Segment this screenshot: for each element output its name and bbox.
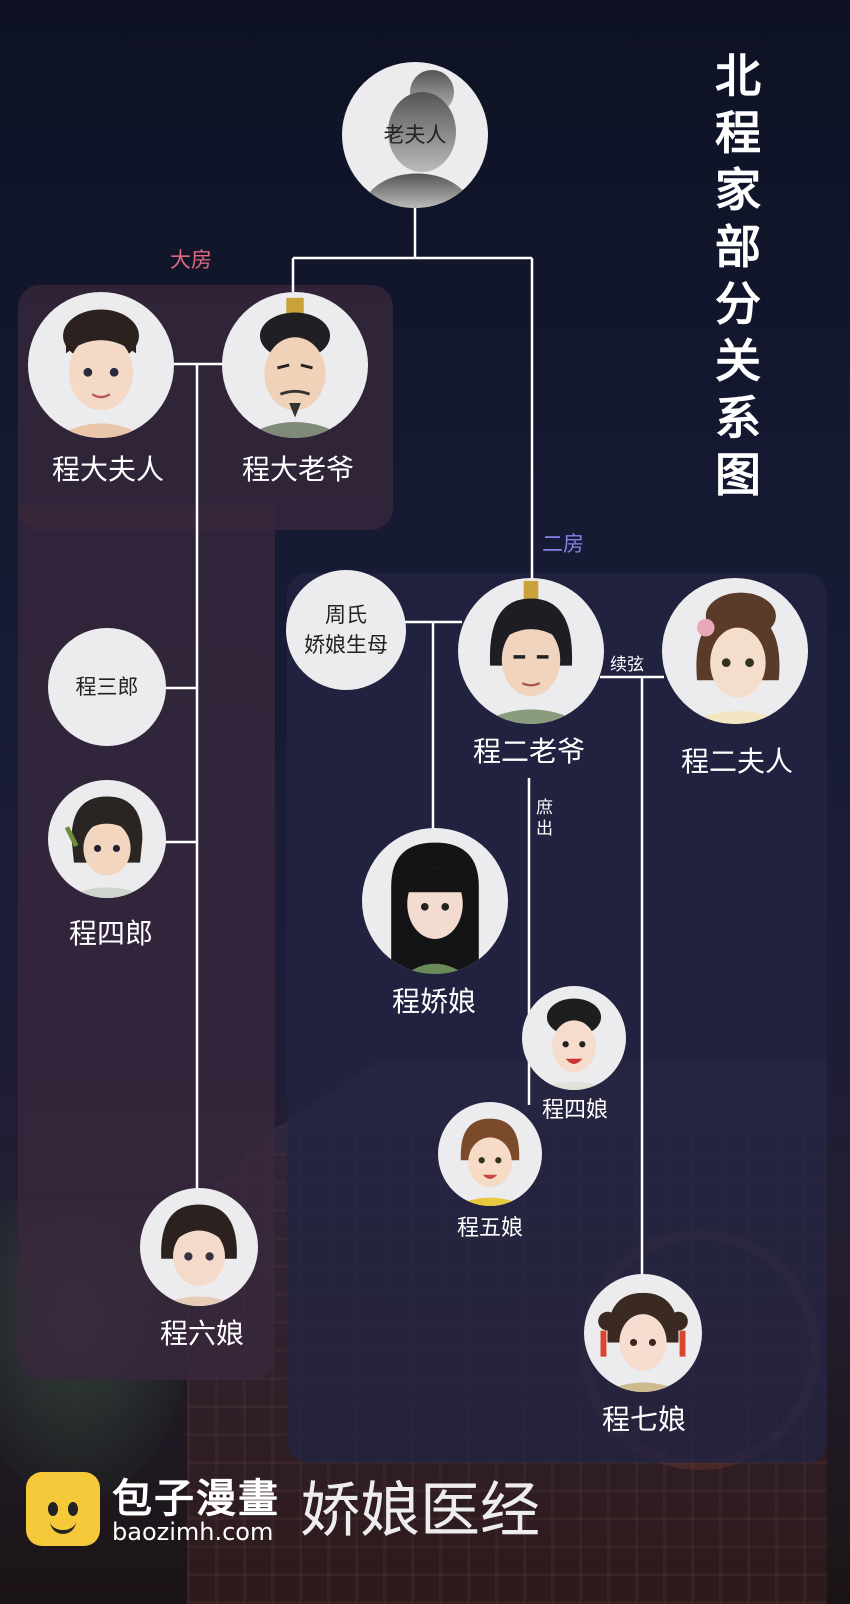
man-face-icon — [242, 297, 348, 438]
seventh-daughter-portrait — [584, 1274, 702, 1392]
seventh-daughter-name: 程七娘 — [601, 1403, 687, 1436]
third-son-name: 程三郎 — [75, 675, 139, 699]
woman-face-icon — [685, 592, 791, 724]
jiaoniang-name: 程娇娘 — [391, 985, 477, 1018]
eldest-wife-name: 程大夫人 — [51, 453, 165, 486]
second-master-name: 程二老爷 — [472, 735, 586, 768]
watermark-url: baozimh.com — [112, 1518, 274, 1546]
jiaoniang-portrait — [362, 828, 508, 974]
fourth-daughter-name: 程四娘 — [541, 1098, 609, 1123]
second-wife-edge-label: 续弦 — [610, 655, 644, 675]
third-son-node: 程三郎 — [48, 628, 166, 746]
second-wife-portrait — [662, 578, 808, 724]
girl-face-icon — [158, 1204, 240, 1306]
girl-face-icon — [454, 1118, 526, 1206]
girl-face-icon — [538, 998, 610, 1090]
matriarch-portrait: 老夫人 — [342, 62, 488, 208]
zhou-node: 周氏 娇娘生母 — [286, 570, 406, 690]
second-branch-label: 二房 — [542, 532, 584, 556]
woman-face-icon — [54, 309, 148, 438]
second-wife-name: 程二夫人 — [680, 745, 794, 778]
young-man-face-icon — [64, 796, 150, 898]
fifth-daughter-name: 程五娘 — [456, 1216, 524, 1241]
sixth-daughter-portrait — [140, 1188, 258, 1306]
eldest-master-name: 程大老爷 — [241, 453, 355, 486]
man-face-icon — [478, 580, 584, 724]
fourth-son-name: 程四郎 — [68, 917, 154, 950]
fourth-daughter-portrait — [522, 986, 626, 1090]
first-branch-label: 大房 — [170, 248, 212, 272]
diagram-title: 北程家部分关系图 — [715, 49, 761, 502]
zhou-relation: 娇娘生母 — [304, 633, 388, 657]
matriarch-name: 老夫人 — [383, 123, 447, 147]
eldest-wife-portrait — [28, 292, 174, 438]
zhou-name: 周氏 — [325, 603, 367, 627]
site-logo-icon — [26, 1472, 100, 1546]
sixth-daughter-name: 程六娘 — [159, 1317, 245, 1350]
fourth-son-portrait — [48, 780, 166, 898]
girl-face-icon — [391, 842, 479, 974]
silhouette-icon — [362, 70, 472, 208]
fifth-daughter-portrait — [438, 1102, 542, 1206]
watermark-site-name: 包子漫畫 — [112, 1476, 280, 1522]
watermark-book-title: 娇娘医经 — [300, 1476, 540, 1546]
second-master-portrait — [458, 578, 604, 724]
concubine-born-edge-label: 庶出 — [536, 798, 553, 839]
eldest-master-portrait — [222, 292, 368, 438]
girl-face-icon — [598, 1292, 688, 1392]
